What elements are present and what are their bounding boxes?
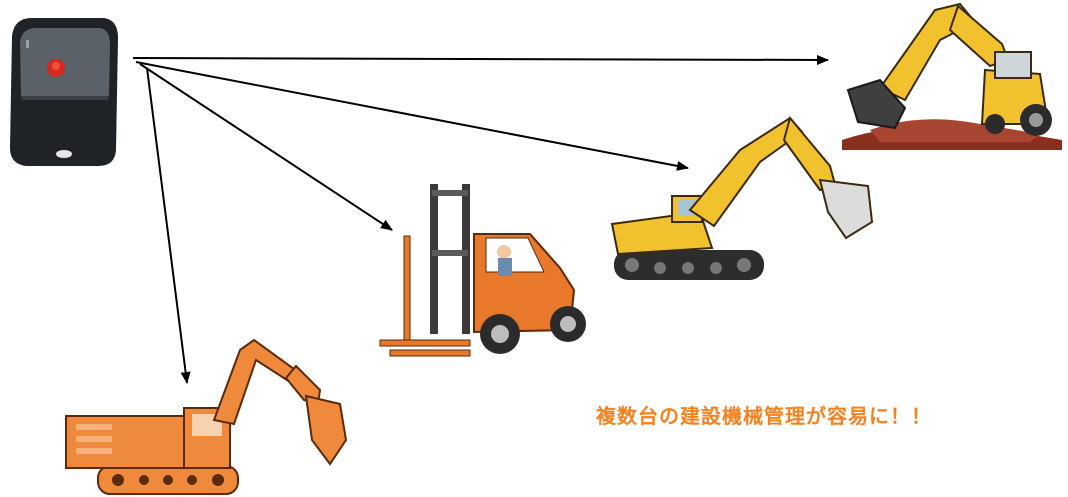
excavator-icon-orange [65,338,348,495]
arrow-to-backhoe [132,54,829,65]
arrow-to-orange-excavator [146,67,191,384]
connection-arrows [132,54,829,384]
arrow-to-yellow-excavator [135,61,689,171]
forklift-icon [379,184,586,357]
remote-control-icon [10,18,118,166]
arrow-to-forklift [139,63,393,231]
excavator-icon-yellow [610,115,874,280]
caption-text: 複数台の建設機械管理が容易に！！ [596,404,932,428]
backhoe-loader-icon [842,2,1062,150]
